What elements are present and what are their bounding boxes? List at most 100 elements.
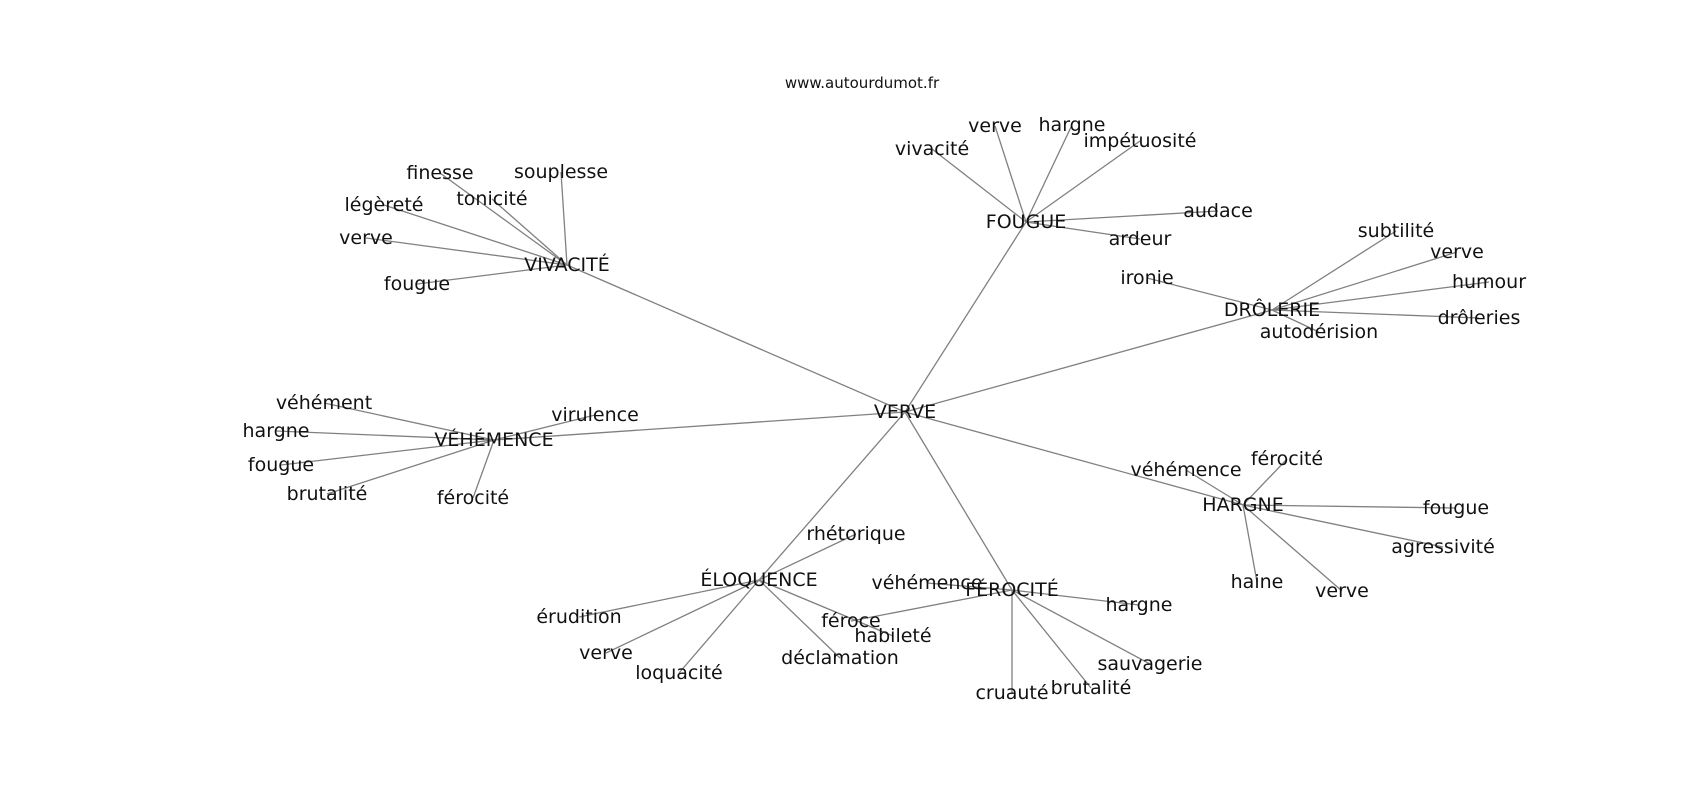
edge-vivacite-0 [439, 172, 568, 266]
word-node: finesse [406, 162, 473, 184]
edge-ferocite-2 [1011, 589, 1140, 606]
edge-center-drolerie [904, 309, 1273, 413]
edge-vivacite-4 [365, 237, 568, 266]
edge-vivacite-2 [383, 204, 568, 266]
edge-vehemence-0 [323, 402, 495, 441]
word-node: haine [1231, 571, 1284, 593]
edge-fougue-5 [1025, 221, 1141, 240]
word-node: hargne [1039, 114, 1106, 136]
word-node: légèreté [345, 194, 424, 216]
edge-hargne-4 [1242, 504, 1258, 583]
word-node: fougue [248, 454, 314, 476]
word-node: hargne [243, 420, 310, 442]
word-node: agressivité [1391, 536, 1495, 558]
edge-fougue-2 [1025, 124, 1073, 223]
edge-fougue-4 [1025, 210, 1219, 223]
edge-hargne-2 [1242, 504, 1457, 509]
cluster-hub-vivacite: VIVACITÉ [524, 253, 610, 276]
edge-ferocite-3 [1011, 589, 1151, 665]
edge-center-hargne [904, 411, 1244, 506]
word-node: souplesse [514, 161, 608, 183]
word-node: véhémence [1130, 459, 1241, 481]
edge-ferocite-0 [926, 582, 1013, 591]
edge-center-ferocite [904, 411, 1013, 591]
word-node: brutalité [287, 483, 368, 505]
edge-vivacite-1 [560, 171, 568, 266]
edge-eloquence-1 [578, 579, 760, 618]
edge-center-eloquence [758, 411, 906, 581]
edge-fougue-1 [994, 125, 1027, 223]
word-node: audace [1183, 200, 1253, 222]
cluster-hub-fougue: FOUGUE [986, 211, 1066, 233]
edge-hargne-0 [1185, 469, 1244, 506]
edge-fougue-0 [931, 148, 1027, 223]
word-node: féroce [821, 610, 881, 632]
cluster-hub-drolerie: DRÔLERIE [1224, 297, 1320, 321]
edge-drolerie-4 [1271, 309, 1480, 319]
edge-eloquence-3 [678, 579, 760, 674]
word-node: verve [339, 227, 393, 249]
word-node: férocité [1251, 448, 1323, 470]
cluster-hub-hargne: HARGNE [1202, 494, 1283, 516]
word-node: férocité [437, 487, 509, 509]
edge-hargne-5 [1242, 504, 1343, 592]
word-node: brutalité [1051, 677, 1132, 699]
word-node: déclamation [781, 647, 899, 669]
edge-vivacite-5 [416, 264, 568, 285]
edge-fougue-3 [1025, 140, 1141, 223]
word-node: humour [1452, 271, 1526, 293]
word-node: virulence [551, 404, 639, 426]
edge-vivacite-3 [491, 198, 568, 266]
edge-ferocite-4 [1011, 589, 1092, 689]
edge-vehemence-2 [275, 430, 495, 441]
edge-drolerie-1 [1271, 251, 1458, 311]
edge-vehemence-1 [493, 414, 596, 441]
graph-labels: finesse souplesse légèreté tonicité verve fou… [243, 114, 1527, 704]
word-node: tonicité [456, 188, 527, 210]
word-node: verve [579, 642, 633, 664]
edge-vehemence-5 [472, 439, 495, 499]
word-node: autodérision [1260, 321, 1378, 343]
word-node: hargne [1106, 594, 1173, 616]
word-node: ironie [1120, 267, 1173, 289]
word-node: loquacité [635, 662, 723, 684]
edge-hargne-1 [1242, 458, 1288, 506]
center-node: VERVE [874, 401, 936, 423]
word-node: cruauté [975, 682, 1048, 704]
cluster-hub-eloquence: ÉLOQUENCE [700, 568, 817, 591]
word-node: érudition [536, 606, 621, 628]
word-node: vivacité [895, 138, 969, 160]
edge-drolerie-2 [1146, 277, 1273, 311]
word-node: rhétorique [806, 523, 905, 545]
word-node: verve [1430, 241, 1484, 263]
edge-eloquence-5 [758, 579, 894, 637]
source-label: www.autourdumot.fr [785, 74, 940, 92]
edge-eloquence-2 [605, 579, 760, 654]
graph-edges [275, 124, 1490, 693]
word-node: véhémence [871, 572, 982, 594]
word-node: habileté [854, 625, 931, 647]
word-node: verve [1315, 580, 1369, 602]
edge-drolerie-0 [1271, 230, 1397, 311]
word-node: drôleries [1438, 307, 1521, 329]
cluster-hub-ferocite: FÉROCITÉ [965, 578, 1059, 601]
edge-center-vehemence [493, 411, 906, 441]
cluster-hub-vehemence: VÉHÉMENCE [434, 428, 553, 451]
word-node: verve [968, 115, 1022, 137]
word-node: ardeur [1109, 228, 1172, 250]
edge-eloquence-4 [758, 579, 841, 659]
word-node: véhément [276, 392, 372, 414]
edge-vehemence-3 [280, 439, 495, 466]
edge-hargne-3 [1242, 504, 1444, 548]
word-node: impétuosité [1084, 130, 1197, 152]
edge-drolerie-5 [1271, 309, 1320, 333]
word-node: sauvagerie [1097, 653, 1202, 675]
edge-center-vivacite [566, 264, 906, 413]
edge-center-fougue [904, 221, 1027, 413]
word-node: fougue [384, 273, 450, 295]
word-node: subtilité [1358, 220, 1434, 242]
edge-ferocite-1 [850, 589, 1013, 622]
edge-drolerie-3 [1271, 281, 1490, 311]
edge-vehemence-4 [326, 439, 495, 495]
